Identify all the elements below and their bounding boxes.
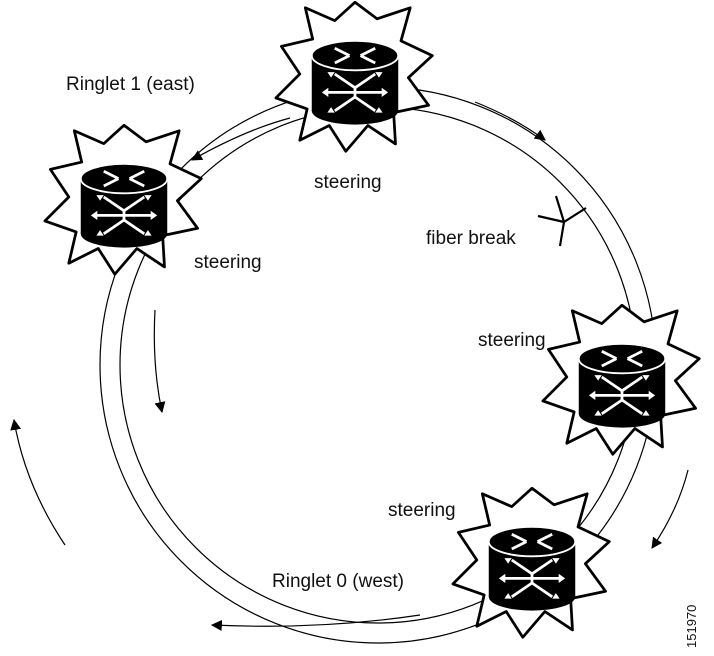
ringlet-0-label: Ringlet 0 (west) bbox=[272, 571, 404, 592]
fiber-break-label: fiber break bbox=[426, 228, 516, 249]
arrow-outer-left bbox=[10, 418, 66, 546]
direction-arrows bbox=[10, 101, 689, 631]
router-node-left bbox=[43, 123, 203, 276]
fiber-break-icon bbox=[537, 195, 587, 247]
arrow-top-left bbox=[191, 117, 291, 161]
right-node-steering-label: steering bbox=[478, 330, 546, 351]
left-node-steering-label: steering bbox=[194, 252, 262, 273]
ringlet-1-label: Ringlet 1 (east) bbox=[66, 74, 195, 95]
arrow-bottom-center bbox=[210, 614, 421, 631]
arrow-top-right bbox=[474, 101, 546, 141]
router-node-top bbox=[274, 0, 434, 153]
router-node-right bbox=[541, 303, 701, 456]
top-node-steering-label: steering bbox=[314, 172, 382, 193]
bottom-node-steering-label: steering bbox=[388, 500, 456, 521]
arrow-inner-left bbox=[153, 309, 166, 414]
figure-number: 151970 bbox=[684, 605, 699, 648]
router-node-bottom bbox=[451, 486, 611, 639]
arrow-outer-right bbox=[651, 469, 689, 549]
